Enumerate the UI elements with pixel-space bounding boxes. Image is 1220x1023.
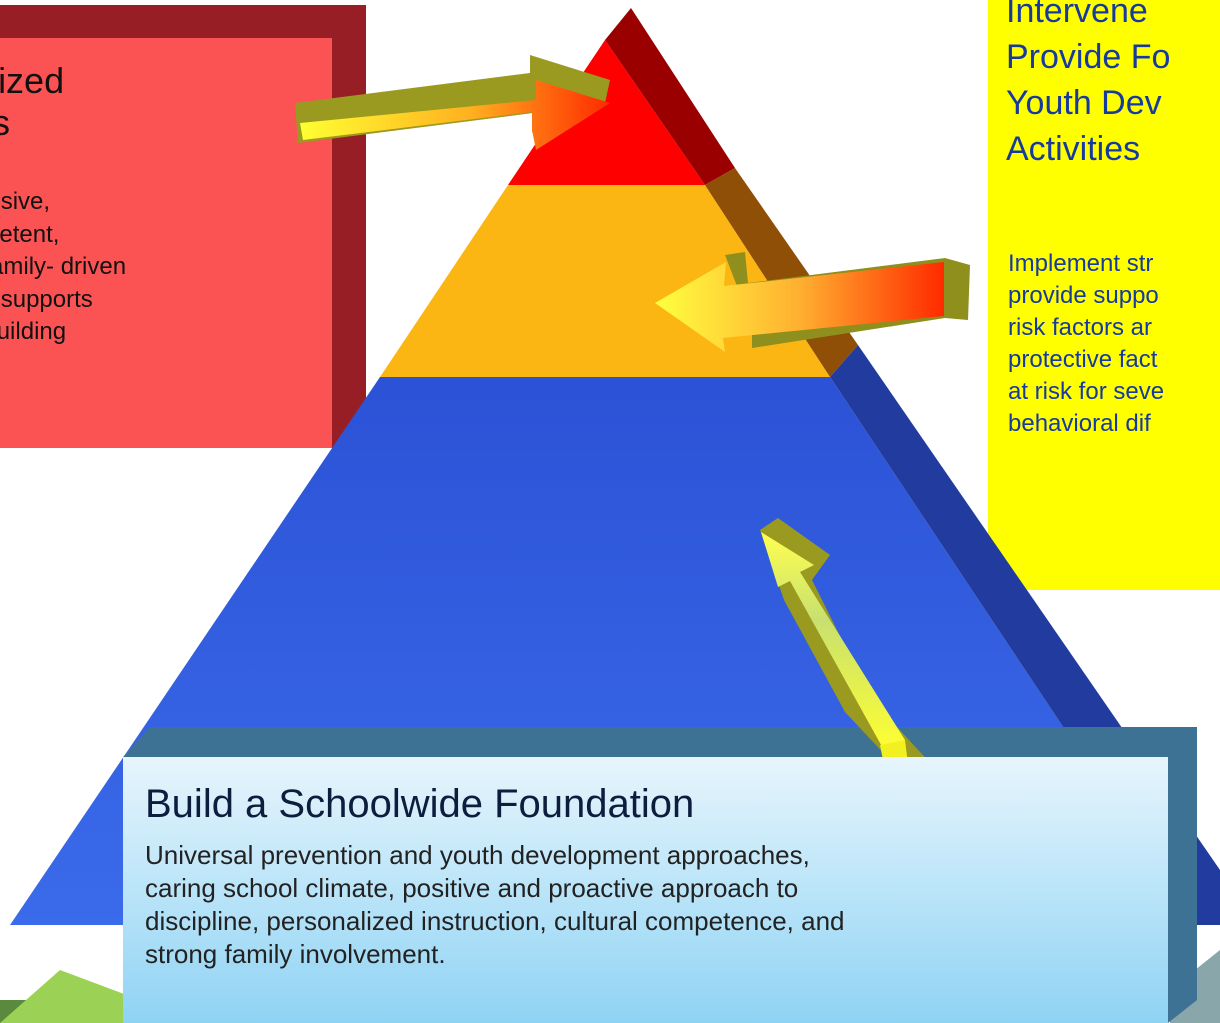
- desc-line: - and family- driven: [0, 253, 127, 281]
- pyramid-side-top: [605, 8, 735, 185]
- schoolwide-foundation-description: Universal prevention and youth developme…: [145, 839, 845, 971]
- individualized-supports-box: dualized ports d, intensive, y competent…: [0, 38, 332, 448]
- desc-line: strong family involvement.: [145, 939, 446, 969]
- individualized-supports-title: dualized ports: [0, 60, 332, 144]
- desc-line: provide suppo: [1008, 282, 1159, 309]
- desc-line: discipline, personalized instruction, cu…: [145, 906, 845, 936]
- schoolwide-foundation-title: Build a Schoolwide Foundation: [145, 782, 695, 826]
- arrow-right-icon: [295, 55, 610, 150]
- desc-line: y competent,: [0, 220, 60, 248]
- desc-line: d, intensive,: [0, 188, 51, 215]
- desc-line: at risk for seve: [1008, 378, 1165, 405]
- desc-line: behavioral dif: [1008, 410, 1151, 437]
- desc-line: protective fact: [1008, 346, 1158, 373]
- desc-line: while building: [0, 318, 67, 346]
- pyramid-top-tier: [508, 40, 705, 185]
- desc-line: risk factors ar: [1008, 314, 1153, 341]
- title-line: Activities: [1006, 130, 1141, 168]
- title-line: Provide Fo: [1006, 38, 1171, 76]
- desc-line: caring school climate, positive and proa…: [145, 873, 799, 903]
- title-line: Intervene: [1006, 0, 1148, 30]
- title-line: Youth Dev: [1006, 84, 1162, 122]
- title-line: ports: [0, 102, 11, 143]
- intervene-early-box: Intervene Provide Fo Youth Dev Activitie…: [988, 0, 1220, 590]
- red-box-shadow: [0, 5, 366, 475]
- footer-band: [0, 970, 140, 1023]
- desc-line: es and supports: [0, 285, 93, 313]
- intervene-early-description: Implement str provide suppo risk factors…: [1008, 248, 1220, 440]
- schoolwide-foundation-box: Build a Schoolwide Foundation Universal …: [123, 757, 1168, 1023]
- desc-line: Universal prevention and youth developme…: [145, 840, 810, 870]
- arrow-left-icon: [655, 252, 970, 352]
- blue-box-shadow: [123, 727, 1197, 1023]
- desc-line: Implement str: [1008, 250, 1154, 277]
- title-line: dualized: [0, 60, 65, 101]
- intervene-early-title: Intervene Provide Fo Youth Dev Activitie…: [1006, 0, 1220, 172]
- individualized-supports-description: d, intensive, y competent, - and family-…: [0, 186, 332, 349]
